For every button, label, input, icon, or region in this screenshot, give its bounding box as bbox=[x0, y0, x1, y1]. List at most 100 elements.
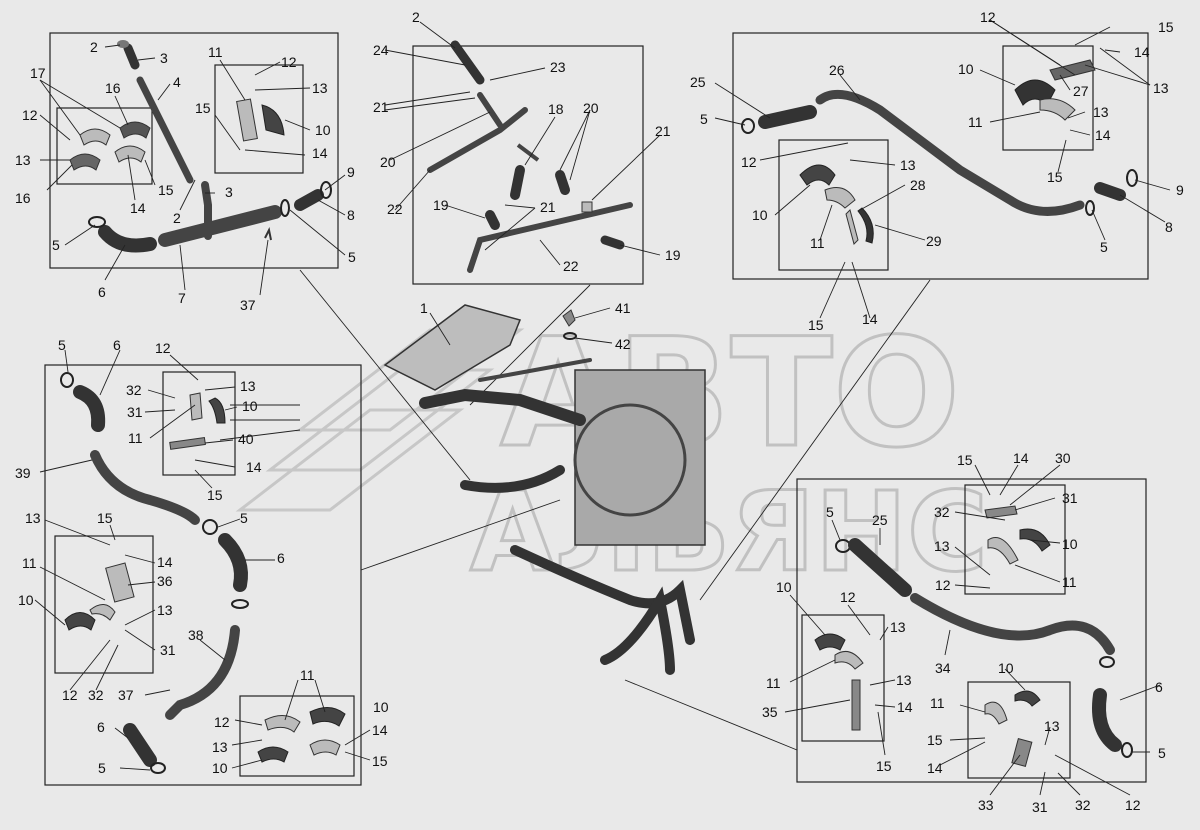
label-37: 37 bbox=[118, 687, 134, 703]
subpanel-tl-clamp bbox=[214, 64, 304, 174]
label-10: 10 bbox=[315, 122, 331, 138]
label-10: 10 bbox=[373, 699, 389, 715]
label-22: 22 bbox=[387, 201, 403, 217]
label-2: 2 bbox=[90, 39, 98, 55]
label-12: 12 bbox=[155, 340, 171, 356]
label-15: 15 bbox=[927, 732, 943, 748]
label-14: 14 bbox=[862, 311, 878, 327]
label-11: 11 bbox=[766, 675, 781, 691]
label-40: 40 bbox=[238, 431, 254, 447]
label-37: 37 bbox=[240, 297, 256, 313]
subpanel-br-clamp3 bbox=[967, 681, 1071, 779]
subpanel-br-clamp1 bbox=[964, 484, 1066, 595]
label-13: 13 bbox=[1093, 104, 1109, 120]
br-parts bbox=[814, 505, 1133, 767]
panel-top-center bbox=[412, 45, 644, 285]
label-10: 10 bbox=[18, 592, 34, 608]
label-6: 6 bbox=[1155, 679, 1163, 695]
label-14: 14 bbox=[1095, 127, 1111, 143]
label-5: 5 bbox=[826, 504, 834, 520]
label-11: 11 bbox=[128, 430, 143, 446]
label-5: 5 bbox=[58, 337, 66, 353]
label-11: 11 bbox=[300, 667, 315, 683]
label-13: 13 bbox=[25, 510, 41, 526]
label-6: 6 bbox=[113, 337, 121, 353]
label-6: 6 bbox=[97, 719, 105, 735]
pipe-38 bbox=[165, 625, 240, 720]
pipe-39 bbox=[90, 450, 200, 525]
label-31: 31 bbox=[1032, 799, 1048, 815]
label-12: 12 bbox=[281, 54, 297, 70]
label-31: 31 bbox=[1062, 490, 1078, 506]
label-42: 42 bbox=[615, 336, 631, 352]
callout-labels: 2 3 4 17 16 12 13 16 15 14 2 3 11 12 13 … bbox=[15, 9, 1184, 815]
panel-connectors bbox=[219, 269, 931, 751]
tr-parts bbox=[741, 59, 1138, 245]
label-13: 13 bbox=[934, 538, 950, 554]
label-22: 22 bbox=[563, 258, 579, 274]
label-32: 32 bbox=[934, 504, 950, 520]
label-18: 18 bbox=[548, 101, 564, 117]
label-19: 19 bbox=[433, 197, 449, 213]
subpanel-br-clamp2 bbox=[801, 614, 885, 742]
label-14: 14 bbox=[157, 554, 173, 570]
label-12: 12 bbox=[980, 9, 996, 25]
label-13: 13 bbox=[15, 152, 31, 168]
label-15: 15 bbox=[808, 317, 824, 333]
label-35: 35 bbox=[762, 704, 778, 720]
label-10: 10 bbox=[998, 660, 1014, 676]
label-10: 10 bbox=[752, 207, 768, 223]
tee-7 bbox=[158, 205, 282, 247]
label-21: 21 bbox=[373, 99, 389, 115]
label-38: 38 bbox=[188, 627, 204, 643]
label-15: 15 bbox=[372, 753, 388, 769]
label-14: 14 bbox=[927, 760, 943, 776]
label-20: 20 bbox=[380, 154, 396, 170]
label-33: 33 bbox=[978, 797, 994, 813]
label-14: 14 bbox=[312, 145, 328, 161]
label-13: 13 bbox=[240, 378, 256, 394]
label-10: 10 bbox=[958, 61, 974, 77]
label-13: 13 bbox=[1153, 80, 1169, 96]
panel-top-right bbox=[732, 32, 1149, 280]
label-15: 15 bbox=[195, 100, 211, 116]
watermark-line2: АЛЬЯНС bbox=[470, 468, 988, 596]
subpanel-tr-clamp bbox=[1002, 45, 1094, 151]
label-23: 23 bbox=[550, 59, 566, 75]
label-13: 13 bbox=[896, 672, 912, 688]
label-6: 6 bbox=[98, 284, 106, 300]
label-26: 26 bbox=[829, 62, 845, 78]
label-7: 7 bbox=[178, 290, 186, 306]
label-15: 15 bbox=[158, 182, 174, 198]
label-15: 15 bbox=[207, 487, 223, 503]
label-11: 11 bbox=[930, 695, 945, 711]
label-21: 21 bbox=[655, 123, 671, 139]
label-12: 12 bbox=[62, 687, 78, 703]
label-11: 11 bbox=[968, 114, 983, 130]
label-34: 34 bbox=[935, 660, 951, 676]
label-14: 14 bbox=[372, 722, 388, 738]
label-14: 14 bbox=[1013, 450, 1029, 466]
label-5: 5 bbox=[1100, 239, 1108, 255]
bl-parts bbox=[60, 372, 346, 774]
label-11: 11 bbox=[22, 555, 37, 571]
label-4: 4 bbox=[173, 74, 181, 90]
label-2: 2 bbox=[173, 210, 181, 226]
label-5: 5 bbox=[240, 510, 248, 526]
label-12: 12 bbox=[935, 577, 951, 593]
label-3: 3 bbox=[160, 50, 168, 66]
label-15: 15 bbox=[957, 452, 973, 468]
label-14: 14 bbox=[897, 699, 913, 715]
label-5: 5 bbox=[1158, 745, 1166, 761]
label-24: 24 bbox=[373, 42, 389, 58]
label-11: 11 bbox=[208, 44, 223, 60]
label-20: 20 bbox=[583, 100, 599, 116]
hose-6-upper bbox=[73, 385, 106, 432]
hose-6 bbox=[98, 225, 157, 253]
label-13: 13 bbox=[900, 157, 916, 173]
subpanel-tr-clamp2 bbox=[778, 139, 889, 271]
label-16: 16 bbox=[105, 80, 121, 96]
subpanel-bl-clamp3 bbox=[239, 695, 355, 777]
leader-lines bbox=[34, 19, 1171, 796]
panel-top-left bbox=[49, 32, 339, 269]
